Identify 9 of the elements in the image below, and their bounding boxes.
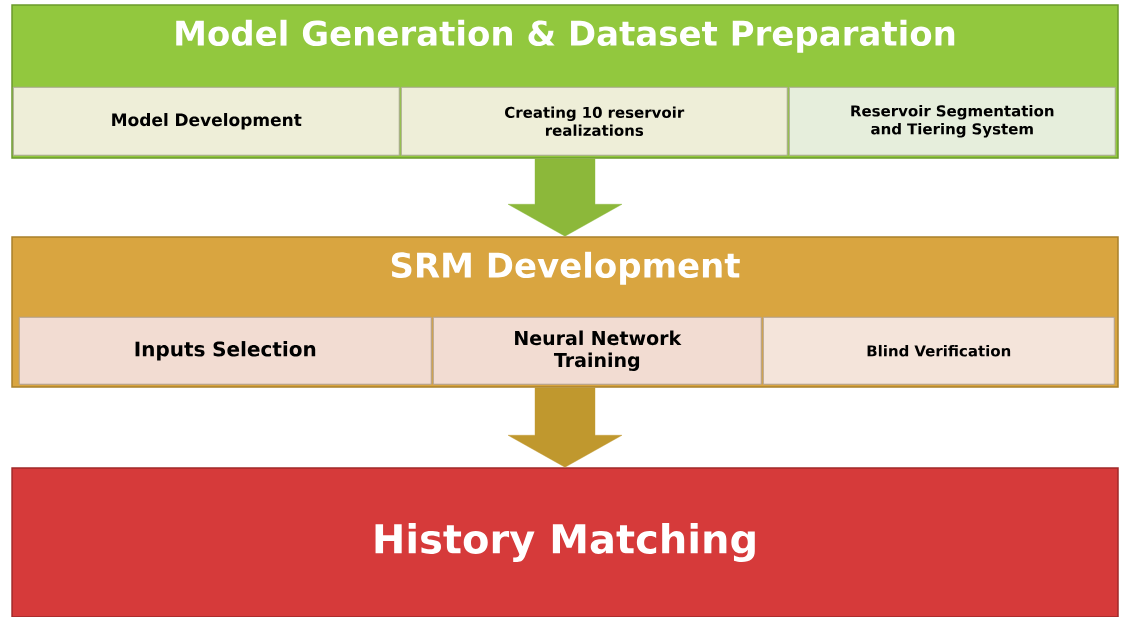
block-arrow [507,158,623,237]
step-box: Creating 10 reservoir realizations [400,86,788,156]
step-box: Blind Verification [762,316,1115,385]
stage-box: History Matching [11,467,1119,617]
block-arrow [507,387,623,468]
step-box: Reservoir Segmentation and Tiering System [788,86,1116,156]
step-box: Inputs Selection [18,316,432,385]
step-box: Model Development [12,86,400,156]
step-box: Neural Network Training [432,316,762,385]
